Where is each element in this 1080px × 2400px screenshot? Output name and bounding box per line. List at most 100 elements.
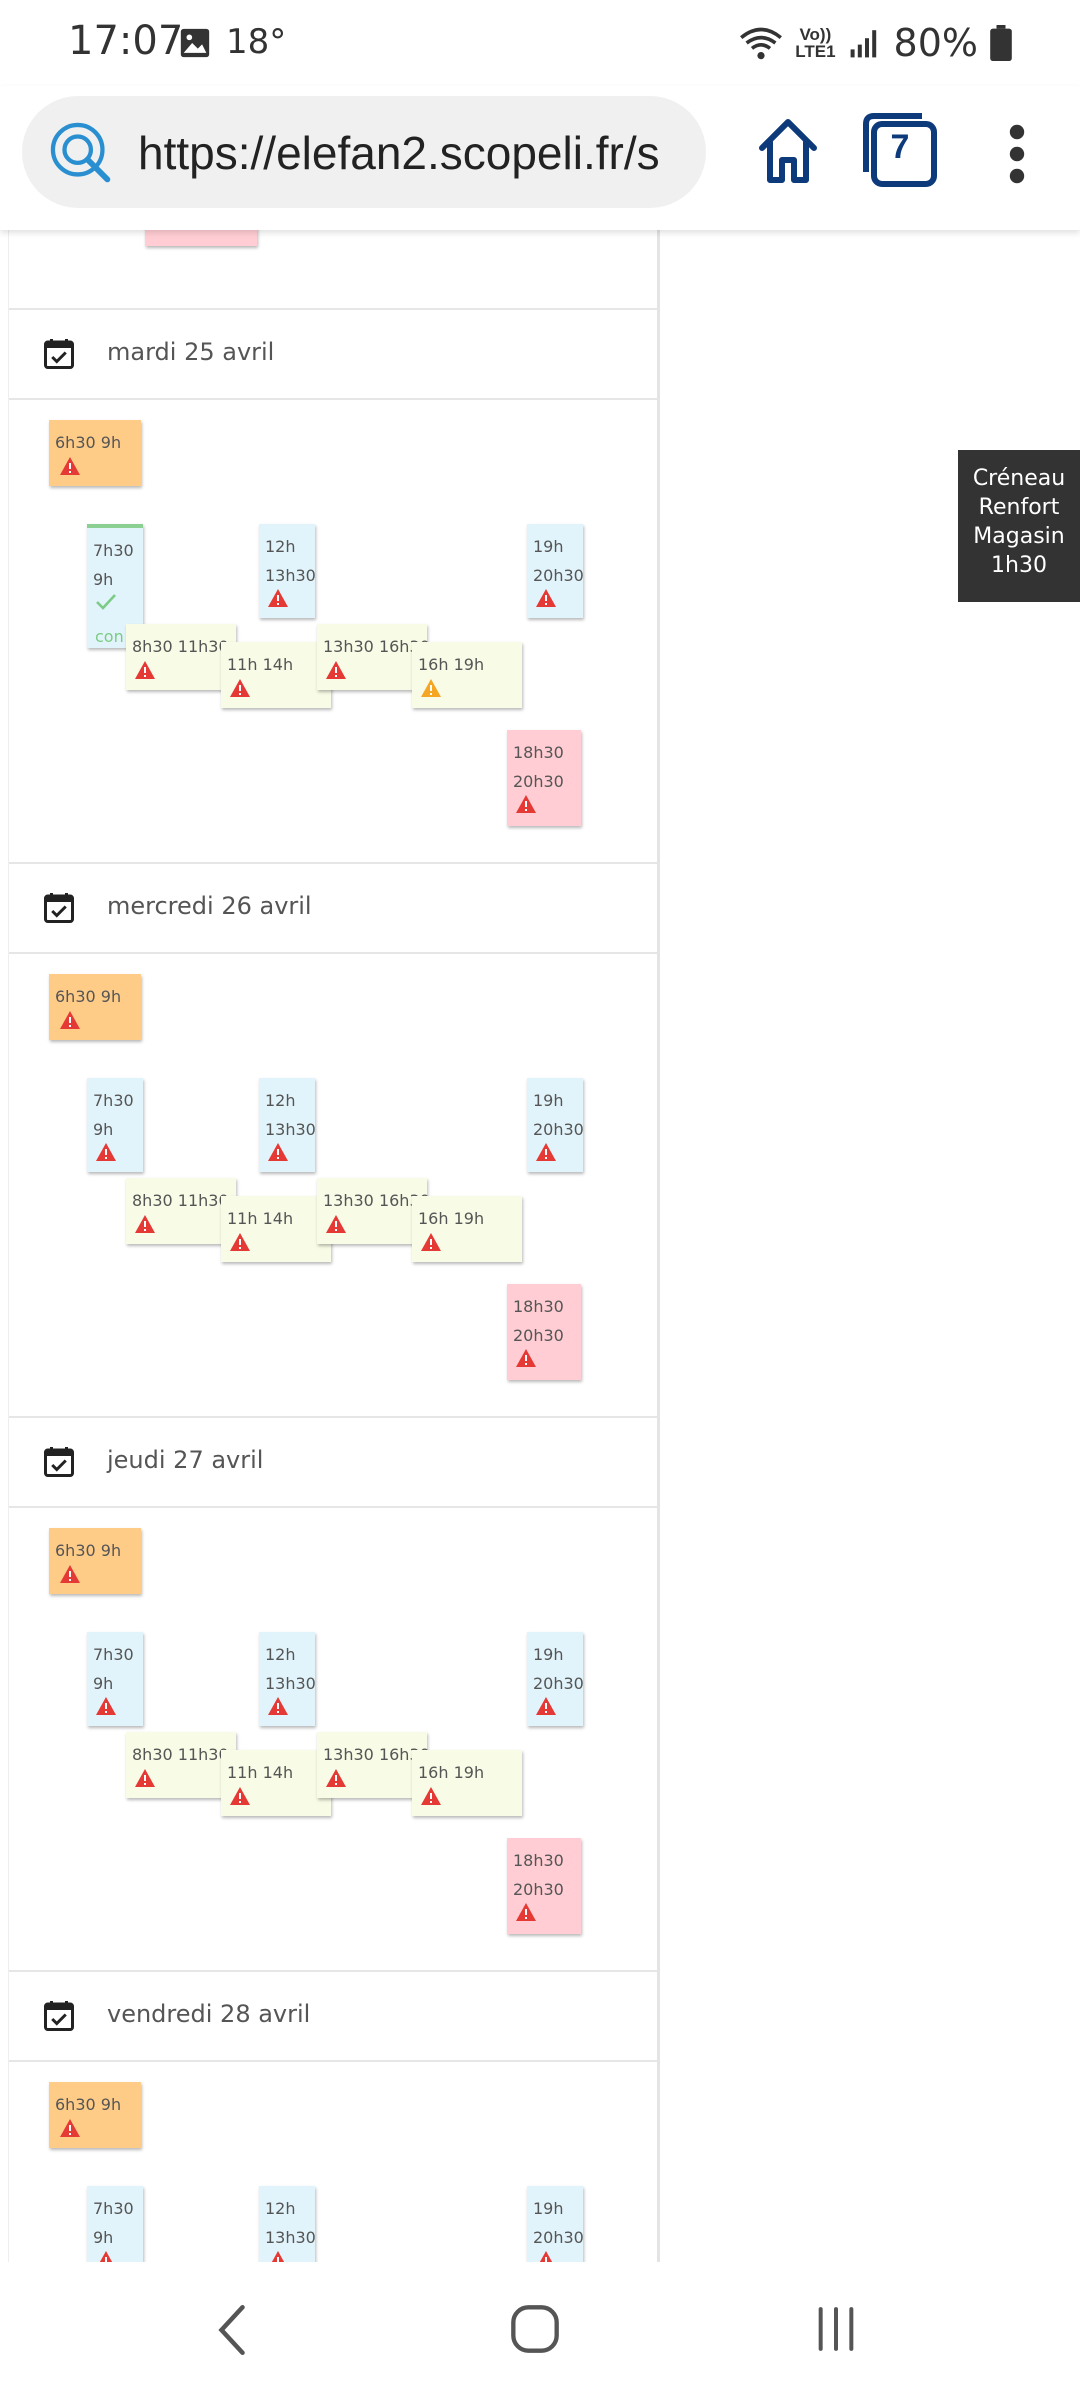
slot-time: 18h30 xyxy=(513,743,564,762)
slot-time: 20h30 xyxy=(513,1880,564,1899)
slot-time: 18h30 xyxy=(513,1297,564,1316)
warning-icon xyxy=(230,1787,250,1805)
slot-time: 20h30 xyxy=(533,1120,584,1139)
back-icon[interactable] xyxy=(214,2302,250,2358)
warning-icon xyxy=(516,1349,536,1367)
signal-icon xyxy=(850,30,876,58)
day-header[interactable]: vendredi 28 avril xyxy=(9,1970,657,2062)
slot-time: 6h30 9h xyxy=(55,2095,122,2114)
shift-slot[interactable]: 8h30 11h30 xyxy=(126,624,236,690)
shift-slot[interactable]: 16h 19h xyxy=(412,1196,522,1262)
shift-slot[interactable]: 12h 13h30 xyxy=(259,1078,316,1172)
slot-time: 7h30 xyxy=(93,2199,134,2218)
shift-slot[interactable]: 11h 14h xyxy=(221,1750,331,1816)
shift-slot[interactable]: 16h 19h xyxy=(412,642,522,708)
recent-apps-icon[interactable] xyxy=(812,2306,860,2352)
page-content[interactable]: mardi 25 avril 6h30 9h 7h30 9h con 12h 13h30 19… xyxy=(0,230,1080,2262)
status-bar: 17:07 18° Vo)) LTE1 80% xyxy=(0,0,1080,86)
slot-time: 19h xyxy=(533,537,564,556)
shift-slot[interactable]: 6h30 9h xyxy=(49,420,141,486)
shift-slot[interactable]: 6h30 9h xyxy=(49,974,141,1040)
wifi-icon xyxy=(740,27,783,60)
shift-slot[interactable]: 19h 20h30 xyxy=(527,1078,584,1172)
warning-icon xyxy=(60,457,80,475)
slot-status: con xyxy=(95,627,124,646)
tabs-icon[interactable] xyxy=(862,112,938,188)
slot-time: 12h xyxy=(265,2199,296,2218)
volte-indicator: Vo)) LTE1 xyxy=(795,26,835,60)
day-header[interactable]: jeudi 27 avril xyxy=(9,1416,657,1508)
slot-time: 20h30 xyxy=(533,2228,584,2247)
shift-slot[interactable]: 11h 14h xyxy=(221,642,331,708)
slot-time: 13h30 16h30 xyxy=(323,1191,430,1210)
slot-time: 9h xyxy=(93,2228,114,2247)
site-info-icon[interactable] xyxy=(48,120,114,186)
warning-icon xyxy=(268,1143,288,1161)
warning-icon xyxy=(135,1769,155,1787)
slot-time: 13h30 16h30 xyxy=(323,1745,430,1764)
slot-time: 13h30 xyxy=(265,2228,316,2247)
shift-slot[interactable]: 16h 19h xyxy=(412,1750,522,1816)
battery-icon xyxy=(990,25,1012,61)
warning-icon xyxy=(99,2251,113,2262)
slot-time: 7h30 xyxy=(93,541,134,560)
shift-slot[interactable]: 13h30 16h30 xyxy=(317,1732,430,1798)
warning-icon xyxy=(271,2251,285,2262)
slot-time: 13h30 xyxy=(265,1120,316,1139)
slot-time: 19h xyxy=(533,1645,564,1664)
shift-slot[interactable]: 8h30 11h30 xyxy=(126,1732,236,1798)
slot-time: 12h xyxy=(265,1645,296,1664)
shift-slot[interactable]: 18h30 20h30 xyxy=(507,1284,581,1380)
shift-slot[interactable]: 7h30 9h xyxy=(87,2186,143,2262)
calendar-check-icon xyxy=(44,893,74,923)
more-menu-icon[interactable] xyxy=(1002,124,1032,184)
previous-day-slot[interactable] xyxy=(145,230,257,246)
url-text[interactable]: https://elefan2.scopeli.fr/s xyxy=(138,127,660,179)
shift-slot[interactable]: 7h30 9h xyxy=(87,1632,143,1726)
slot-time: 13h30 16h30 xyxy=(323,637,430,656)
address-bar[interactable]: https://elefan2.scopeli.fr/s xyxy=(22,96,706,208)
browser-toolbar: https://elefan2.scopeli.fr/s 7 xyxy=(0,86,1080,230)
day-header[interactable]: mercredi 26 avril xyxy=(9,862,657,954)
slot-time: 16h 19h xyxy=(418,1209,485,1228)
slot-time: 20h30 xyxy=(513,1326,564,1345)
warning-icon xyxy=(230,1233,250,1251)
shift-slot[interactable]: 11h 14h xyxy=(221,1196,331,1262)
shift-slot[interactable]: 12h 13h30 xyxy=(259,2186,316,2262)
tab-count[interactable]: 7 xyxy=(890,128,910,166)
warning-icon xyxy=(135,661,155,679)
slot-time: 16h 19h xyxy=(418,655,485,674)
calendar-check-icon xyxy=(44,1447,74,1477)
slot-time: 7h30 xyxy=(93,1645,134,1664)
home-icon[interactable] xyxy=(756,116,820,188)
warning-icon xyxy=(536,589,556,607)
shift-slot[interactable]: 8h30 11h30 xyxy=(126,1178,236,1244)
warning-icon xyxy=(60,1565,80,1583)
shift-slot[interactable]: 6h30 9h xyxy=(49,1528,141,1594)
slot-time: 8h30 11h30 xyxy=(132,637,229,656)
warning-icon xyxy=(268,1697,288,1715)
shift-slot[interactable]: 6h30 9h xyxy=(49,2082,141,2148)
warning-icon xyxy=(326,1215,346,1233)
slot-time: 11h 14h xyxy=(227,1763,294,1782)
slot-time: 9h xyxy=(93,1674,114,1693)
day-header[interactable]: mardi 25 avril xyxy=(9,308,657,400)
status-temperature: 18° xyxy=(226,22,287,62)
slot-time: 12h xyxy=(265,1091,296,1110)
warning-icon xyxy=(516,795,536,813)
warning-icon xyxy=(539,2251,553,2262)
schedule-panel: mardi 25 avril 6h30 9h 7h30 9h con 12h 13h30 19… xyxy=(8,230,660,2262)
shift-slot[interactable]: 13h30 16h30 xyxy=(317,624,430,690)
slot-time: 19h xyxy=(533,1091,564,1110)
shift-slot[interactable]: 13h30 16h30 xyxy=(317,1178,430,1244)
warning-icon xyxy=(516,1903,536,1921)
home-nav-icon[interactable] xyxy=(510,2304,560,2354)
